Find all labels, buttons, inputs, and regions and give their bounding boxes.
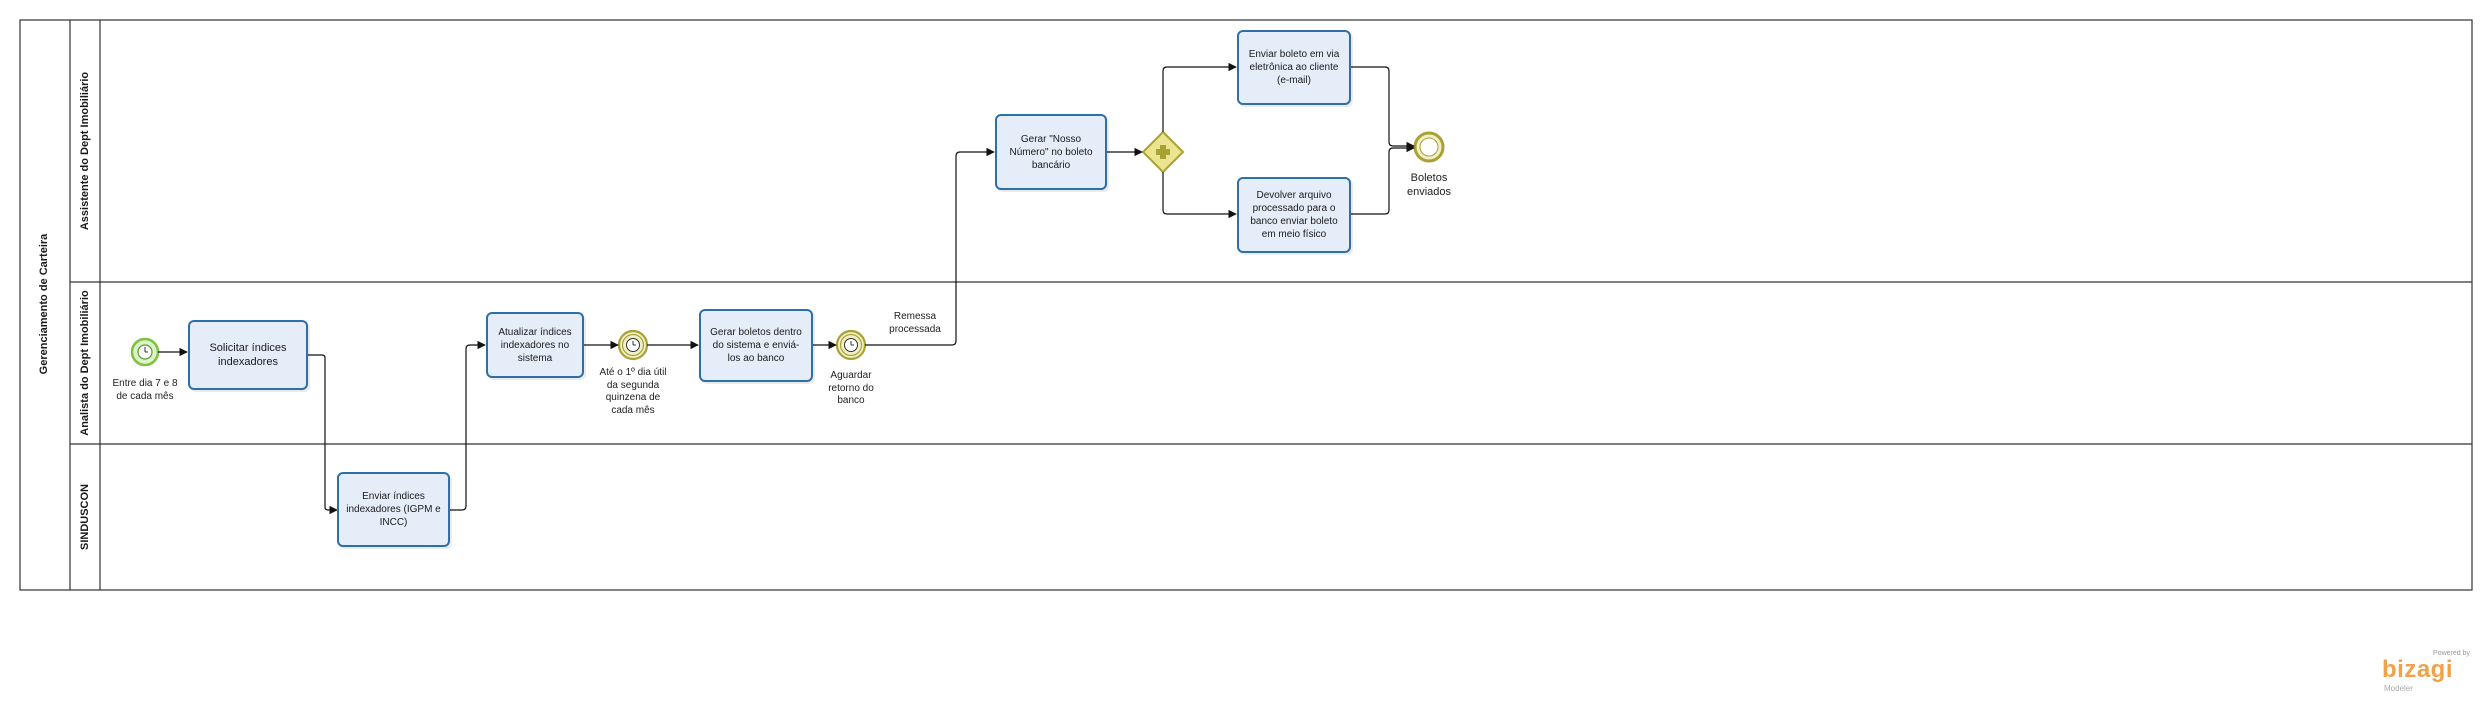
timer-ate-1-dia-label: Até o 1º dia útil da segunda quinzena de… (599, 367, 667, 416)
logo-powered-by: Powered by (2433, 650, 2470, 657)
task-gerar-nosso-numero-label: Gerar "Nosso Número" no boleto bancário (1009, 133, 1093, 171)
timer-event-aguardar-retorno[interactable] (835, 329, 867, 361)
flow-enviar-to-atualizar (450, 340, 486, 511)
flow-remessa-label: Remessa processada (889, 311, 941, 335)
task-atualizar-indices-label: Atualizar índices indexadores no sistema (498, 326, 572, 364)
flow-devolver-to-end (1351, 143, 1415, 215)
end-event[interactable] (1413, 131, 1445, 163)
task-devolver-arquivo-label: Devolver arquivo processado para o banco… (1250, 190, 1338, 240)
timer-event-ate-1-dia[interactable] (617, 329, 649, 361)
flow-gateway-to-devolver (1162, 172, 1237, 219)
task-enviar-boleto-email-label: Enviar boleto em via eletrônica ao clien… (1248, 49, 1340, 86)
start-event[interactable] (130, 337, 160, 367)
task-gerar-nosso-numero[interactable]: Gerar "Nosso Número" no boleto bancário (995, 114, 1107, 190)
start-event-label: Entre dia 7 e 8 de cada mês (112, 378, 178, 402)
timer-aguardar-retorno-label: Aguardar retorno do banco (828, 370, 874, 406)
task-devolver-arquivo[interactable]: Devolver arquivo processado para o banco… (1237, 177, 1351, 253)
bizagi-logo: bizagi (2382, 656, 2454, 683)
task-atualizar-indices[interactable]: Atualizar índices indexadores no sistema (486, 312, 584, 378)
parallel-gateway[interactable] (1141, 130, 1185, 174)
lane-name-sinduscon: SINDUSCON (79, 484, 91, 551)
task-enviar-boleto-email[interactable]: Enviar boleto em via eletrônica ao clien… (1237, 30, 1351, 105)
task-gerar-boletos[interactable]: Gerar boletos dentro do sistema e enviá-… (699, 309, 813, 382)
end-event-label: Boletos enviados (1406, 172, 1452, 198)
task-enviar-indices[interactable]: Enviar índices indexadores (IGPM e INCC) (337, 472, 450, 547)
flow-remessa-processada (865, 147, 995, 346)
task-solicitar-indices[interactable]: Solicitar índices indexadores (188, 320, 308, 390)
task-solicitar-indices-label: Solicitar índices indexadores (209, 341, 287, 368)
task-gerar-boletos-label: Gerar boletos dentro do sistema e enviá-… (710, 327, 802, 364)
flow-email-to-end (1351, 66, 1415, 151)
logo-modeler: Modeler (2384, 684, 2413, 693)
flow-gateway-to-email (1162, 62, 1237, 132)
task-enviar-indices-label: Enviar índices indexadores (IGPM e INCC) (346, 491, 441, 528)
pool-border (19, 19, 2473, 591)
pool-name: Gerenciamento de Carteira (38, 233, 50, 375)
flow-solicitar-to-enviar (308, 354, 338, 515)
